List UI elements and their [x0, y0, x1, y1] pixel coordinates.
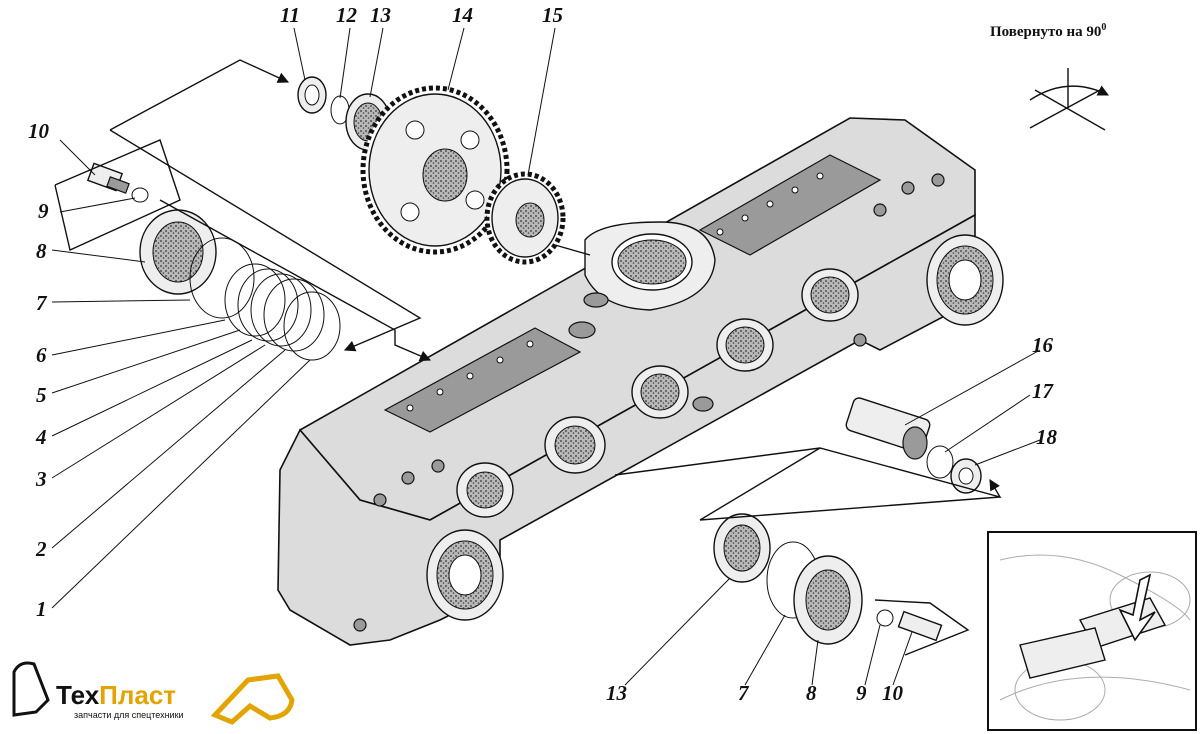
callout-13-bottom: 13	[606, 681, 627, 705]
parts-9-10-left	[86, 162, 149, 203]
callout-18: 18	[1036, 425, 1058, 449]
callout-10-left: 10	[28, 119, 50, 143]
part-13-bottom	[713, 513, 771, 583]
gearbox-housing	[277, 117, 1004, 646]
logo-name-part1: Тех	[56, 680, 100, 710]
callout-14: 14	[452, 3, 473, 27]
callout-12: 12	[336, 3, 358, 27]
plug-top-1	[583, 292, 609, 308]
callout-13-top: 13	[370, 3, 391, 27]
locator-inset	[987, 531, 1197, 731]
callout-16: 16	[1032, 333, 1054, 357]
callout-7-left: 7	[36, 291, 48, 315]
callout-11: 11	[280, 3, 300, 27]
callout-labels: 11 12 13 14 15 10 9 8 7 6 5 4 3 2 1 16 1…	[28, 3, 1058, 705]
inset-pointer-arrow-icon	[1118, 573, 1156, 642]
callout-2: 2	[35, 537, 47, 561]
techplast-logo: ТехПласт запчасти для спецтехники	[12, 661, 295, 725]
plug-front	[692, 396, 714, 412]
callout-8-left: 8	[36, 239, 47, 263]
excavator-icon	[12, 661, 50, 717]
callout-15: 15	[542, 3, 563, 27]
part-17	[926, 445, 954, 479]
inset-housing-lower	[1019, 627, 1106, 679]
callout-3: 3	[35, 467, 47, 491]
part-16-shaft	[845, 397, 931, 460]
svg-text:ТехПласт: ТехПласт	[56, 680, 176, 710]
callout-10-bottom: 10	[882, 681, 904, 705]
callout-5: 5	[36, 383, 47, 407]
logo-name-part2: Пласт	[99, 680, 176, 710]
part-7-left	[189, 237, 255, 319]
callout-9-bottom: 9	[856, 681, 867, 705]
leader-lines	[51, 27, 1041, 686]
callout-8-bottom: 8	[806, 681, 817, 705]
gear-14	[360, 85, 510, 255]
front-bores	[456, 268, 859, 518]
callout-1: 1	[36, 597, 47, 621]
cover-bolt-row-left	[406, 340, 534, 412]
gear-15	[484, 171, 566, 265]
callout-7-bottom: 7	[738, 681, 750, 705]
parts-9-10-bottom	[876, 609, 943, 642]
loader-bucket-icon	[210, 673, 295, 725]
housing-bolt-holes	[353, 173, 945, 632]
right-hub	[926, 234, 1004, 326]
logo-tagline: запчасти для спецтехники	[74, 710, 184, 720]
parts-1-6-rings	[224, 263, 341, 361]
part-8-left	[139, 209, 217, 295]
rotation-symbol-icon	[1029, 68, 1110, 131]
left-hub	[426, 529, 504, 621]
callout-6: 6	[36, 343, 47, 367]
rotation-note-text: Повернуто на 90	[990, 24, 1101, 40]
part-18	[950, 458, 982, 494]
rotation-note: Повернуто на 900	[990, 22, 1106, 40]
callout-4: 4	[35, 425, 47, 449]
assembly-guide-lines	[54, 59, 1002, 656]
part-8-bottom	[793, 555, 863, 645]
plug-top-2	[568, 321, 596, 339]
cover-bolt-row-right	[716, 172, 824, 236]
callout-9-left: 9	[38, 199, 49, 223]
svg-text:Повернуто на 900: Повернуто на 900	[990, 22, 1106, 40]
rotation-note-degree: 0	[1101, 22, 1106, 33]
top-flange-plate	[584, 221, 716, 311]
callout-17: 17	[1032, 379, 1055, 403]
